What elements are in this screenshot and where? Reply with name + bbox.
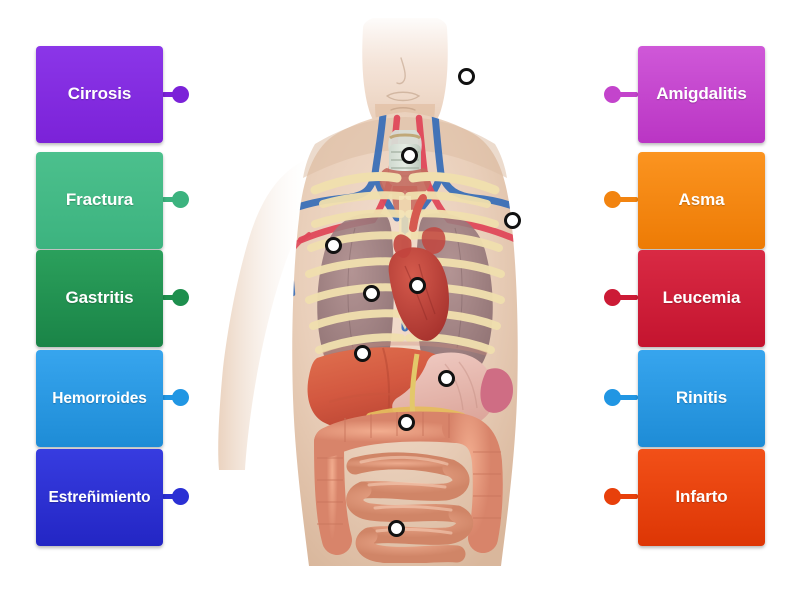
knob-fractura[interactable] (172, 191, 189, 208)
label-text-asma: Asma (678, 190, 725, 210)
label-text-fractura: Fractura (65, 190, 134, 210)
knob-amigdalitis[interactable] (604, 86, 621, 103)
knob-leucemia[interactable] (604, 289, 621, 306)
marker-colon[interactable] (398, 414, 415, 431)
label-box-rinitis[interactable]: Rinitis (638, 350, 765, 447)
label-box-hemorroides[interactable]: Hemorroides (36, 350, 163, 447)
marker-cheek[interactable] (458, 68, 475, 85)
label-box-fractura[interactable]: Fractura (36, 152, 163, 249)
connector-leucemia (616, 295, 638, 300)
knob-estrenimiento[interactable] (172, 488, 189, 505)
anatomy-illustration (205, 18, 605, 583)
label-text-hemorroides: Hemorroides (52, 389, 147, 407)
label-text-infarto: Infarto (675, 487, 728, 507)
marker-rectum[interactable] (388, 520, 405, 537)
large-intestine (314, 411, 503, 555)
knob-hemorroides[interactable] (172, 389, 189, 406)
connector-infarto (616, 494, 638, 499)
marker-throat[interactable] (401, 147, 418, 164)
label-box-leucemia[interactable]: Leucemia (638, 250, 765, 347)
small-intestine (346, 452, 474, 563)
marker-lower-lung[interactable] (363, 285, 380, 302)
label-box-gastritis[interactable]: Gastritis (36, 250, 163, 347)
marker-shoulder[interactable] (504, 212, 521, 229)
label-box-asma[interactable]: Asma (638, 152, 765, 249)
marker-right-lung[interactable] (325, 237, 342, 254)
knob-infarto[interactable] (604, 488, 621, 505)
knob-cirrosis[interactable] (172, 86, 189, 103)
small-intestine-highlights (359, 455, 453, 535)
label-text-cirrosis: Cirrosis (67, 84, 132, 104)
knob-gastritis[interactable] (172, 289, 189, 306)
connector-amigdalitis (616, 92, 638, 97)
label-text-estrenimiento: Estreñimiento (48, 488, 151, 506)
label-box-amigdalitis[interactable]: Amigdalitis (638, 46, 765, 143)
connector-asma (616, 197, 638, 202)
label-text-rinitis: Rinitis (675, 388, 728, 408)
label-text-leucemia: Leucemia (662, 288, 741, 308)
heart (388, 194, 449, 341)
label-text-gastritis: Gastritis (65, 288, 134, 308)
label-text-amigdalitis: Amigdalitis (656, 84, 747, 104)
label-box-infarto[interactable]: Infarto (638, 449, 765, 546)
marker-heart[interactable] (409, 277, 426, 294)
label-box-cirrosis[interactable]: Cirrosis (36, 46, 163, 143)
knob-asma[interactable] (604, 191, 621, 208)
knob-rinitis[interactable] (604, 389, 621, 406)
spleen (480, 368, 513, 413)
marker-stomach[interactable] (438, 370, 455, 387)
label-box-estrenimiento[interactable]: Estreñimiento (36, 449, 163, 546)
marker-liver[interactable] (354, 345, 371, 362)
connector-rinitis (616, 395, 638, 400)
colon-haustra (317, 412, 501, 525)
